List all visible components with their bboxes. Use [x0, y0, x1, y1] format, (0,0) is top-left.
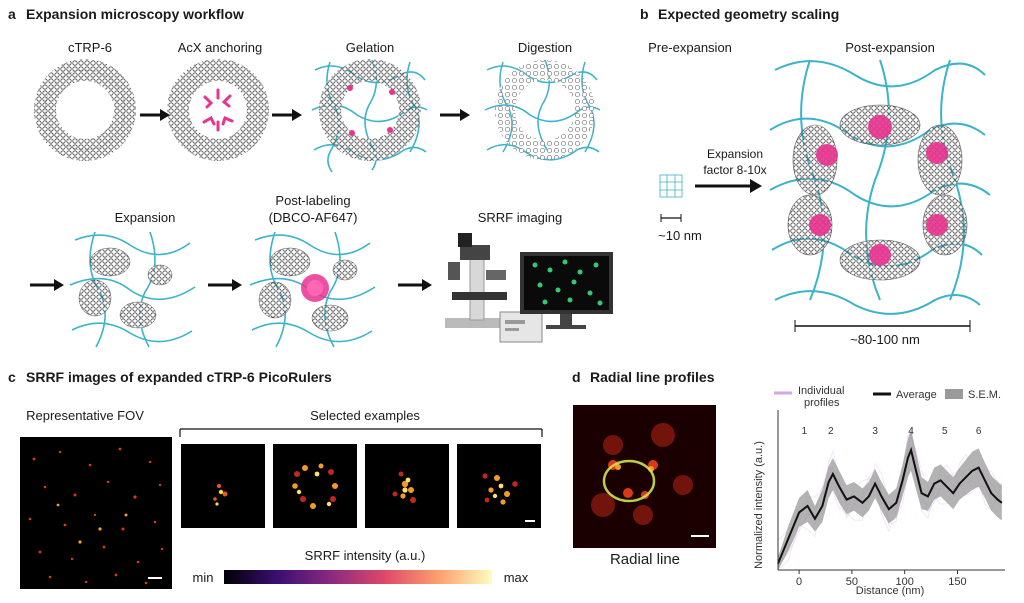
arrow-icon — [208, 279, 242, 291]
arrow-icon — [440, 109, 470, 121]
panel-d-title: Radial line profiles — [590, 369, 715, 385]
postlabel-gel-icon — [249, 231, 376, 348]
panel-a-letter: a — [8, 6, 16, 22]
ring-gelation-icon — [311, 59, 428, 173]
legend-sem-swatch — [945, 389, 963, 399]
step-label-postlabel-1: Post-labeling — [275, 193, 351, 208]
plot-area — [777, 410, 1005, 571]
y-axis-label: Normalized intensity (a.u.) — [753, 441, 765, 569]
expansion-factor-line1: Expansion — [706, 147, 764, 161]
panel-a-illustration — [30, 59, 613, 348]
panel-b-title: Expected geometry scaling — [658, 6, 840, 22]
step-label-srrf: SRRF imaging — [477, 210, 563, 225]
legend-individual-label-1: Individual — [798, 385, 844, 397]
radial-line-label: Radial line — [609, 551, 681, 568]
peak-label: 2 — [828, 426, 834, 437]
peak-label: 4 — [908, 426, 914, 437]
fov-label: Representative FOV — [26, 408, 144, 423]
pre-expansion-label: Pre-expansion — [648, 40, 732, 55]
expansion-arrow-icon — [695, 179, 762, 193]
sem-band — [778, 429, 1002, 570]
x-tick-label: 50 — [846, 576, 858, 588]
panel-d-letter: d — [572, 369, 581, 385]
arrow-icon — [398, 279, 432, 291]
arrow-icon — [272, 109, 302, 121]
example-image-4 — [457, 444, 541, 528]
arrow-icon — [140, 109, 170, 121]
colorbar-min-label: min — [192, 570, 214, 585]
ring-ctrp6-icon — [34, 59, 136, 161]
x-axis-label: Distance (nm) — [856, 585, 924, 597]
examples-label: Selected examples — [310, 408, 420, 423]
example-image-3 — [365, 444, 449, 528]
microscope-icon — [445, 233, 515, 328]
legend: Individual profiles Average S.E.M. — [774, 385, 1001, 409]
peak-labels: 1 2 3 4 5 6 — [802, 426, 982, 437]
peak-label: 6 — [976, 426, 982, 437]
step-label-digestion: Digestion — [517, 40, 573, 55]
panel-c-letter: c — [8, 369, 16, 385]
expansion-gel-icon — [69, 231, 196, 348]
pre-expansion-icon — [659, 174, 683, 198]
peak-label: 5 — [942, 426, 948, 437]
pre-scale-label: ~10 nm — [658, 228, 702, 243]
expansion-factor-line2: factor 8-10x — [703, 163, 767, 177]
peak-label: 1 — [802, 426, 808, 437]
examples-bracket — [179, 428, 543, 437]
average-line — [777, 446, 1003, 564]
panel-b-illustration — [659, 59, 991, 332]
fov-image — [20, 437, 172, 589]
ring-digestion-icon — [484, 59, 601, 161]
post-scale-bar — [794, 320, 971, 332]
step-label-acx: AcX anchoring — [177, 40, 263, 55]
colorbar-label: SRRF intensity (a.u.) — [304, 548, 426, 563]
peak-label: 3 — [872, 426, 878, 437]
post-expansion-label: Post-expansion — [845, 40, 935, 55]
colorbar-max-label: max — [503, 570, 529, 585]
panel-b-letter: b — [640, 6, 649, 22]
step-label-expansion: Expansion — [114, 210, 176, 225]
radial-line-image — [573, 405, 716, 548]
pre-scale-bar — [660, 214, 682, 222]
x-tick-label: 150 — [948, 576, 966, 588]
ring-acx-icon — [167, 59, 269, 161]
x-axis-ticks: 0 50 100 150 — [796, 570, 967, 588]
colorbar — [224, 570, 492, 584]
example-image-2 — [273, 444, 357, 528]
arrow-icon — [30, 279, 64, 291]
x-tick-label: 100 — [896, 576, 914, 588]
x-tick-label: 0 — [796, 576, 802, 588]
panel-a-title: Expansion microscopy workflow — [26, 6, 244, 22]
controller-box-icon — [499, 311, 543, 343]
legend-individual-label-2: profiles — [804, 397, 840, 409]
panel-c-title: SRRF images of expanded cTRP-6 PicoRuler… — [26, 369, 332, 385]
post-expansion-gel-icon — [769, 59, 991, 315]
post-scale-label: ~80-100 nm — [850, 332, 920, 347]
step-label-ctrp6: cTRP-6 — [67, 40, 113, 55]
monitor-icon — [520, 252, 613, 329]
step-label-gelation: Gelation — [345, 40, 395, 55]
example-image-1 — [181, 444, 265, 528]
step-label-postlabel-2: (DBCO-AF647) — [268, 210, 358, 225]
legend-sem-label: S.E.M. — [968, 389, 1001, 401]
legend-average-label: Average — [896, 389, 937, 401]
